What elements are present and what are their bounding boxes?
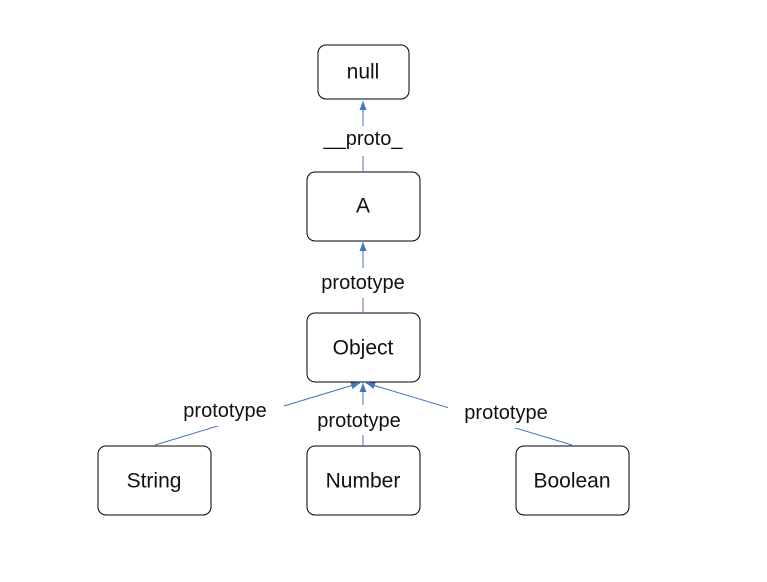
node-null: null — [317, 44, 410, 100]
edge-label-object-to-a: prototype — [321, 272, 404, 294]
edge-label-a-to-null: __proto_ — [323, 128, 404, 150]
node-null-label: null — [347, 61, 380, 84]
edge-a-to-null: __proto_ — [316, 101, 410, 171]
node-boolean: Boolean — [515, 445, 630, 516]
edge-number-to-object: prototype — [302, 383, 424, 445]
node-string-label: String — [127, 470, 182, 493]
edge-boolean-to-object: prototype — [365, 382, 573, 446]
edge-object-to-a: prototype — [306, 242, 420, 312]
edge-label-number-to-object: prototype — [317, 410, 400, 432]
node-object: Object — [306, 312, 421, 383]
node-boolean-label: Boolean — [533, 470, 610, 493]
node-number-label: Number — [326, 470, 401, 493]
node-a: A — [306, 171, 421, 242]
node-string: String — [97, 445, 212, 516]
node-object-label: Object — [333, 337, 394, 360]
edge-label-string-to-object: prototype — [183, 400, 266, 422]
edge-string-to-object: prototype — [154, 382, 361, 446]
edge-label-boolean-to-object: prototype — [464, 402, 547, 424]
node-number: Number — [306, 445, 421, 516]
node-a-label: A — [356, 195, 370, 218]
